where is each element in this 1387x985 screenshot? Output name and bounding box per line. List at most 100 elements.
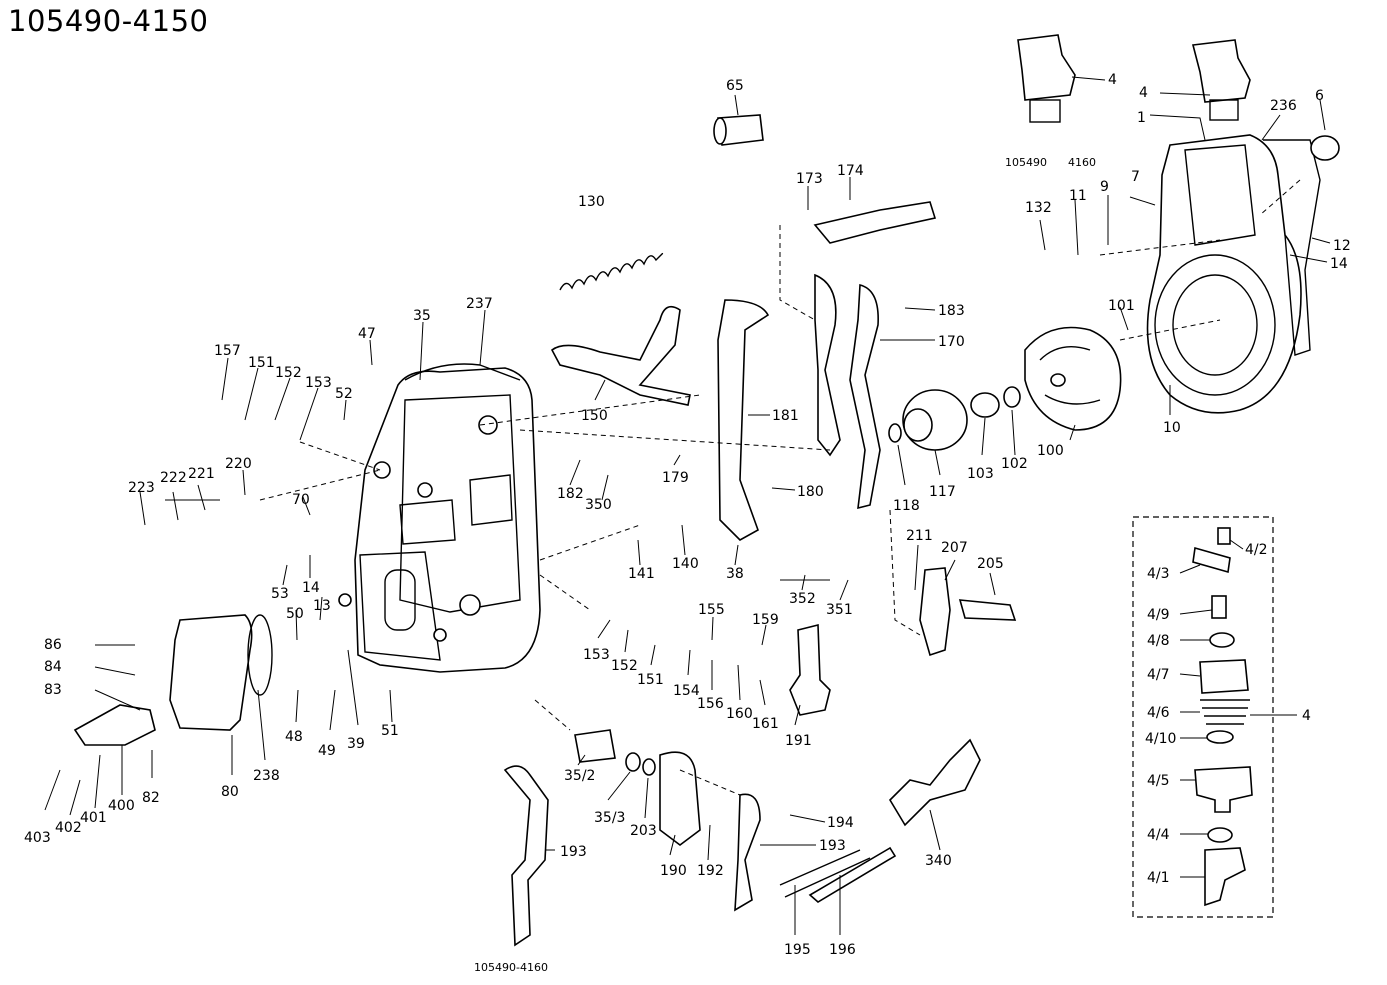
label-351: 351 xyxy=(826,602,853,618)
label-47: 47 xyxy=(358,326,376,342)
label-35-2: 35/2 xyxy=(564,768,595,784)
label-193-right: 193 xyxy=(819,838,846,854)
label-181: 181 xyxy=(772,408,799,424)
label-100: 100 xyxy=(1037,443,1064,459)
washer-203 xyxy=(642,758,656,776)
callout-labels: 65 4 4 1 236 6 7 9 11 132 12 14 101 10 1… xyxy=(24,72,1351,958)
bracket-340 xyxy=(888,738,981,827)
label-400: 400 xyxy=(108,798,135,814)
caption-variant-suffix: 4160 xyxy=(1068,156,1096,169)
label-191: 191 xyxy=(785,733,812,749)
washer-35-3 xyxy=(625,752,641,772)
label-132: 132 xyxy=(1025,200,1052,216)
label-153-mid: 153 xyxy=(583,647,610,663)
bracket-207 xyxy=(919,567,951,657)
label-70: 70 xyxy=(292,492,310,508)
cover-80 xyxy=(169,614,273,731)
label-193-left: 193 xyxy=(560,844,587,860)
label-102: 102 xyxy=(1001,456,1028,472)
label-4-9: 4/9 xyxy=(1147,607,1170,623)
label-83: 83 xyxy=(44,682,62,698)
label-174: 174 xyxy=(837,163,864,179)
label-4-4: 4/4 xyxy=(1147,827,1170,843)
label-35: 35 xyxy=(413,308,431,324)
label-1: 1 xyxy=(1137,110,1146,126)
label-159: 159 xyxy=(752,612,779,628)
label-223: 223 xyxy=(128,480,155,496)
label-84: 84 xyxy=(44,659,62,675)
label-13: 13 xyxy=(313,598,331,614)
sleeve-117 xyxy=(902,389,968,451)
label-52: 52 xyxy=(335,386,353,402)
label-82: 82 xyxy=(142,790,160,806)
label-14-left: 14 xyxy=(302,580,320,596)
sleeve-103 xyxy=(970,392,1000,418)
label-140: 140 xyxy=(672,556,699,572)
label-173: 173 xyxy=(796,171,823,187)
label-9: 9 xyxy=(1100,179,1109,195)
label-155: 155 xyxy=(698,602,725,618)
label-401: 401 xyxy=(80,810,107,826)
label-160: 160 xyxy=(726,706,753,722)
label-50: 50 xyxy=(286,606,304,622)
label-340: 340 xyxy=(925,853,952,869)
nut-65 xyxy=(713,114,764,146)
lever-193-right xyxy=(734,793,761,912)
label-101: 101 xyxy=(1108,298,1135,314)
label-48: 48 xyxy=(285,729,303,745)
label-4-1: 4/1 xyxy=(1147,870,1170,886)
assembly-dashed-lines xyxy=(259,179,1301,796)
label-222: 222 xyxy=(160,470,187,486)
label-236: 236 xyxy=(1270,98,1297,114)
label-35-3: 35/3 xyxy=(594,810,625,826)
label-205: 205 xyxy=(977,556,1004,572)
label-157: 157 xyxy=(214,343,241,359)
lever-150 xyxy=(550,305,691,406)
label-4-3: 4/3 xyxy=(1147,566,1170,582)
label-80: 80 xyxy=(221,784,239,800)
label-190: 190 xyxy=(660,863,687,879)
washer-102 xyxy=(1003,386,1021,408)
label-65: 65 xyxy=(726,78,744,94)
label-151-top: 151 xyxy=(248,355,275,371)
label-221: 221 xyxy=(188,466,215,482)
label-86: 86 xyxy=(44,637,62,653)
label-10: 10 xyxy=(1163,420,1181,436)
label-179: 179 xyxy=(662,470,689,486)
label-53: 53 xyxy=(271,586,289,602)
label-211: 211 xyxy=(906,528,933,544)
spring-130 xyxy=(559,252,664,291)
solenoid-4-right xyxy=(1191,39,1251,121)
flyweight-assembly xyxy=(1024,326,1122,431)
label-7: 7 xyxy=(1131,169,1140,185)
caption-variant-number: 105490 xyxy=(1005,156,1047,169)
diagram-title: 105490-4150 xyxy=(8,4,209,38)
washer-118 xyxy=(888,423,902,443)
label-150: 150 xyxy=(581,408,608,424)
label-195: 195 xyxy=(784,942,811,958)
lever-190 xyxy=(659,751,701,846)
label-352: 352 xyxy=(789,591,816,607)
label-203: 203 xyxy=(630,823,657,839)
label-38: 38 xyxy=(726,566,744,582)
label-156: 156 xyxy=(697,696,724,712)
pump-housing xyxy=(338,363,541,673)
label-103: 103 xyxy=(967,466,994,482)
label-238: 238 xyxy=(253,768,280,784)
pin-205 xyxy=(958,599,1017,621)
label-14-right: 14 xyxy=(1330,256,1348,272)
label-4-7: 4/7 xyxy=(1147,667,1170,683)
label-151-mid: 151 xyxy=(637,672,664,688)
lever-191 xyxy=(789,623,831,716)
label-4-10: 4/10 xyxy=(1145,731,1176,747)
label-4-5: 4/5 xyxy=(1147,773,1170,789)
label-4-2: 4/2 xyxy=(1245,542,1268,558)
solenoid-4-left xyxy=(1017,34,1076,123)
plate-174 xyxy=(813,201,937,244)
label-207: 207 xyxy=(941,540,968,556)
label-6: 6 xyxy=(1315,88,1324,104)
label-130: 130 xyxy=(578,194,605,210)
kit-4-boundary xyxy=(1132,516,1274,918)
governor-housing xyxy=(1146,134,1340,414)
